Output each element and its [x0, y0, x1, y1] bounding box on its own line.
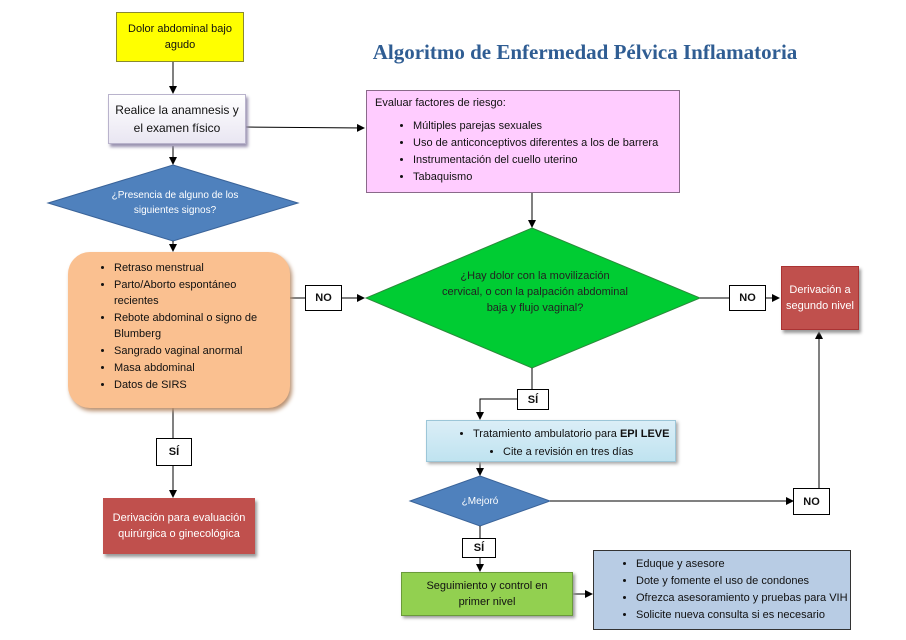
risk-factor-item: Instrumentación del cuello uterino [413, 153, 671, 167]
treatment-item: Tratamiento ambulatorio para EPI LEVE [473, 425, 675, 443]
referral-second-level-node: Derivación a segundo nivel [781, 266, 859, 330]
followup-text: Seguimiento y control en primer nivel [426, 580, 548, 608]
referral-second-level-text: Derivación a segundo nivel [786, 284, 854, 312]
signs-question-text: ¿Presencia de alguno de los siguientes s… [111, 190, 239, 216]
education-item: Eduque y asesore [636, 556, 850, 573]
risk-factors-title: Evaluar factores de riesgo: [375, 97, 506, 109]
treatment-box: Tratamiento ambulatorio para EPI LEVE Ci… [426, 420, 676, 462]
signs-list-box: Retraso menstrual Parto/Aborto espontáne… [68, 252, 290, 408]
risk-factors-box: Evaluar factores de riesgo: Múltiples pa… [366, 90, 680, 193]
education-item: Solicite nueva consulta si es necesario [636, 607, 850, 624]
anamnesis-node: Realice la anamnesis y el examen físico [108, 94, 246, 144]
diagram-title: Algoritmo de Enfermedad Pélvica Inflamat… [372, 40, 798, 64]
risk-factor-item: Tabaquismo [413, 170, 671, 184]
sign-item: Masa abdominal [114, 360, 282, 376]
pain-question-text: ¿Hay dolor con la movilización cervical,… [442, 270, 628, 314]
no-label-signs: NO [305, 285, 342, 311]
risk-factor-item: Múltiples parejas sexuales [413, 119, 671, 133]
start-node-text: Dolor abdominal bajo agudo [128, 23, 232, 51]
si-label-improved: SÍ [462, 538, 496, 558]
no-label-pain: NO [729, 285, 766, 311]
sign-item: Parto/Aborto espontáneo recientes [114, 277, 282, 309]
anamnesis-node-text: Realice la anamnesis y el examen físico [115, 103, 239, 135]
risk-factor-item: Uso de anticonceptivos diferentes a los … [413, 136, 671, 150]
followup-node: Seguimiento y control en primer nivel [401, 572, 573, 616]
treatment-emphasis: EPI LEVE [619, 428, 670, 440]
treatment-prefix: Tratamiento ambulatorio para [473, 428, 620, 440]
arrow-si-to-treatment [476, 398, 517, 420]
sign-item: Retraso menstrual [114, 260, 282, 276]
sign-item: Rebote abdominal o signo de Blumberg [114, 310, 282, 342]
education-item: Ofrezca asesoramiento y pruebas para VIH [636, 590, 850, 607]
education-box: Eduque y asesore Dote y fomente el uso d… [593, 550, 851, 630]
education-item: Dote y fomente el uso de condones [636, 573, 850, 590]
no-label-improved: NO [793, 488, 830, 515]
si-label-signs: SÍ [156, 438, 192, 466]
improved-question-text: ¿Mejoró [461, 495, 499, 507]
arrow-anamnesis-to-risk [245, 123, 365, 132]
sign-item: Sangrado vaginal anormal [114, 343, 282, 359]
start-node: Dolor abdominal bajo agudo [116, 12, 244, 62]
si-label-pain: SÍ [517, 389, 549, 410]
referral-surgical-node: Derivación para evaluación quirúrgica o … [103, 498, 255, 554]
referral-surgical-text: Derivación para evaluación quirúrgica o … [112, 512, 246, 540]
treatment-item: Cite a revisión en tres días [503, 443, 675, 461]
sign-item: Datos de SIRS [114, 377, 282, 393]
